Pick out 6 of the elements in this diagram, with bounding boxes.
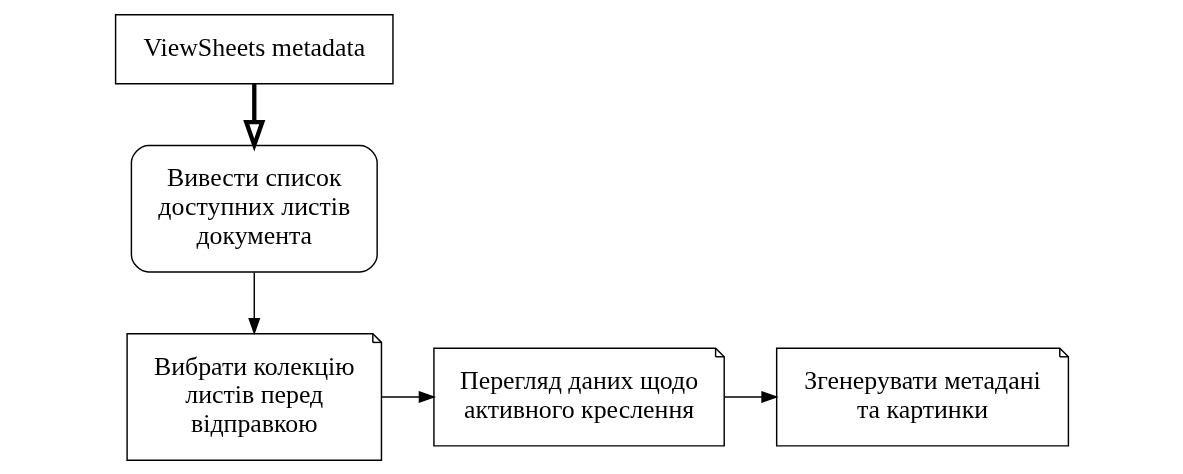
arrow xyxy=(380,390,436,403)
arrow xyxy=(242,83,265,152)
arrow xyxy=(247,271,260,335)
node-box: ViewSheets metadata xyxy=(114,13,394,84)
arrow xyxy=(723,390,779,403)
node-box: Вивести список доступних листів документа xyxy=(130,144,378,273)
